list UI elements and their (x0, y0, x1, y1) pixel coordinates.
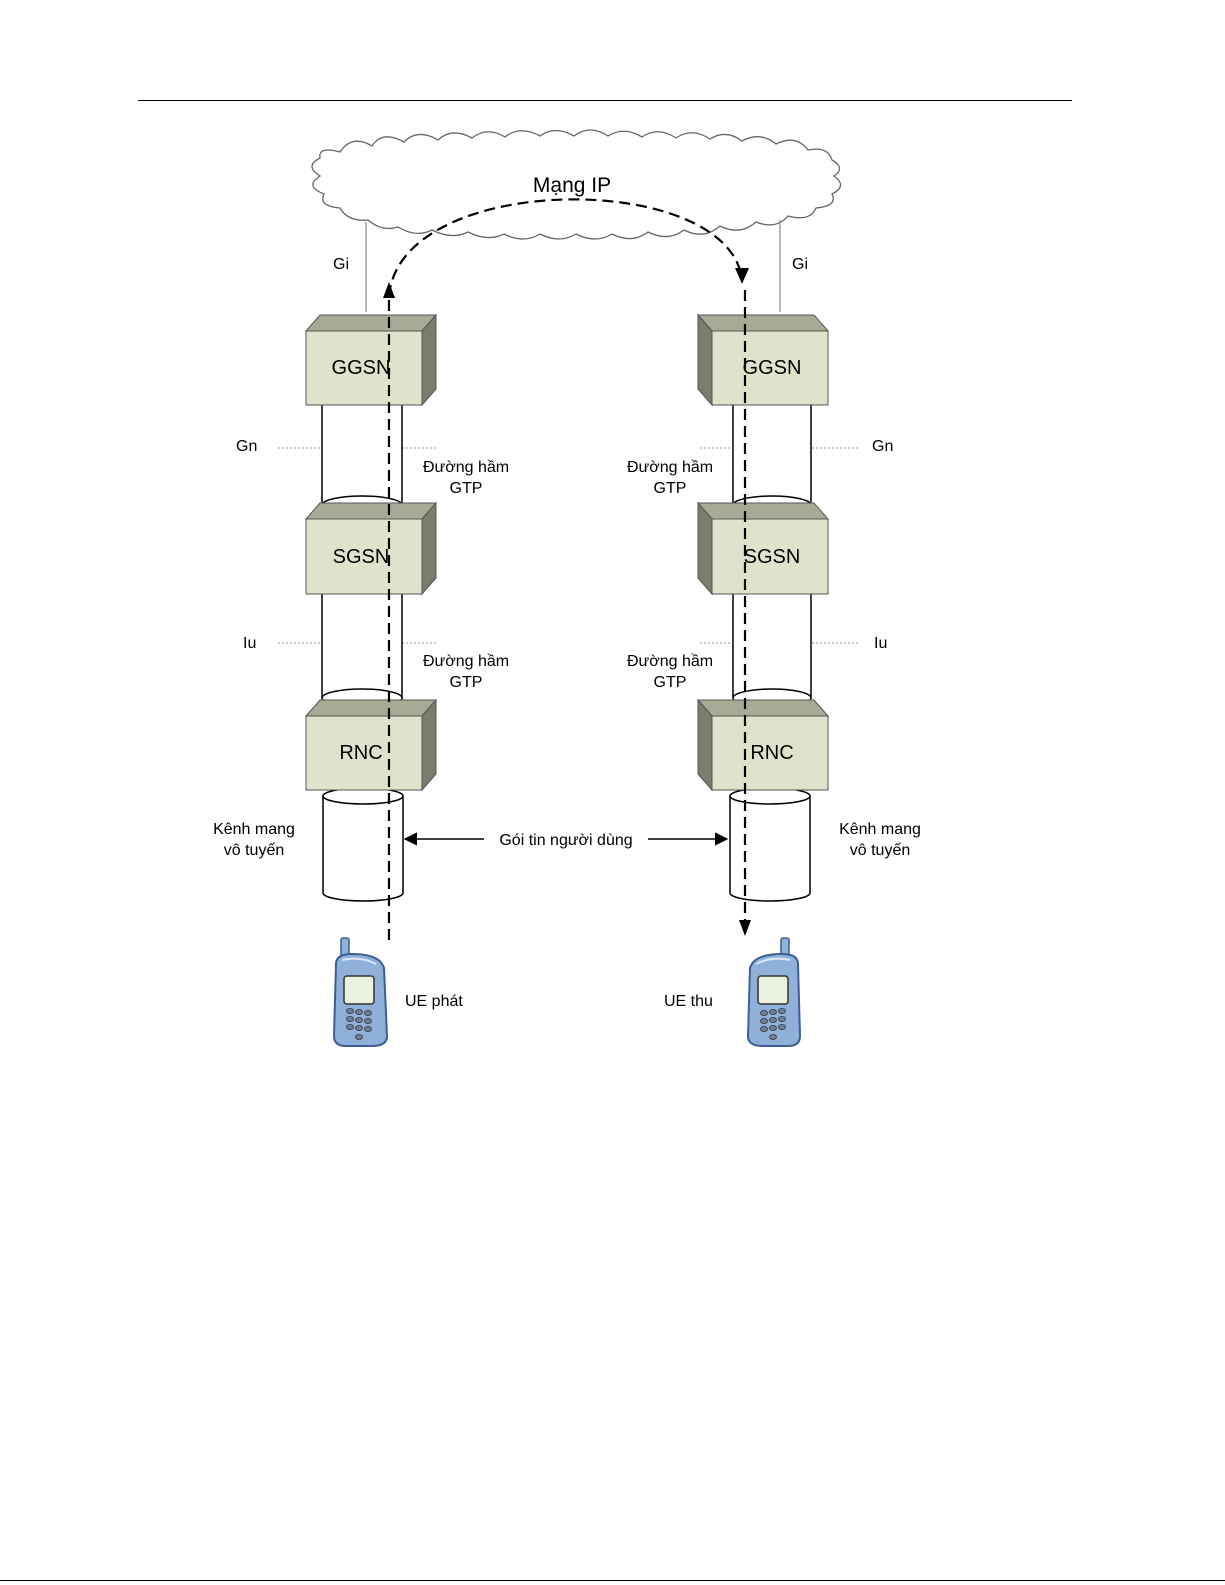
user-packet-label: Gói tin người dùng (499, 832, 632, 849)
left-rnc-node: RNC (306, 700, 436, 790)
right-network-stack: GGSN SGSN RNC (698, 315, 828, 901)
iu-label-right: Iu (874, 635, 887, 652)
left-lower-tunnel-label-line1: Đường hầm (423, 653, 509, 670)
right-ggsn-node: GGSN (698, 315, 828, 405)
gi-label-left: Gi (333, 256, 349, 273)
right-sgsn-node: SGSN (698, 503, 828, 594)
right-rnc-node: RNC (698, 700, 828, 790)
right-ggsn-label: GGSN (743, 357, 802, 379)
right-upper-tunnel-label-line1: Đường hầm (627, 459, 713, 476)
gn-label-left: Gn (236, 438, 257, 455)
right-lower-tunnel-label-line2: GTP (654, 674, 687, 691)
gn-label-right: Gn (872, 438, 893, 455)
left-rnc-label: RNC (339, 742, 382, 764)
left-upper-tunnel-label-line1: Đường hầm (423, 459, 509, 476)
right-radio-channel-cylinder (730, 788, 810, 901)
right-lower-tunnel-label-line1: Đường hầm (627, 653, 713, 670)
right-radio-label-line2: vô tuyến (850, 842, 910, 859)
left-radio-channel-cylinder (323, 788, 403, 901)
downlink-arrowhead (739, 920, 751, 936)
sending-ue-label: UE phát (405, 993, 463, 1010)
receiving-ue-label: UE thu (664, 993, 713, 1010)
sending-phone-icon (334, 938, 387, 1046)
left-ggsn-label: GGSN (332, 357, 391, 379)
left-network-stack: GGSN SGSN RNC (306, 315, 436, 901)
left-radio-label-line2: vô tuyến (224, 842, 284, 859)
right-sgsn-label: SGSN (744, 546, 801, 568)
left-lower-tunnel-label-line2: GTP (450, 674, 483, 691)
left-sgsn-node: SGSN (306, 503, 436, 594)
left-radio-label-line1: Kênh mang (213, 821, 295, 838)
left-sgsn-label: SGSN (333, 546, 390, 568)
right-upper-tunnel-label-line2: GTP (654, 480, 687, 497)
ip-network-cloud: Mạng IP (312, 130, 841, 239)
right-rnc-label: RNC (750, 742, 793, 764)
left-ggsn-node: GGSN (306, 315, 436, 405)
iu-label-left: Iu (243, 635, 256, 652)
arc-arrowhead (735, 268, 749, 284)
gi-label-right: Gi (792, 256, 808, 273)
left-upper-tunnel-label-line2: GTP (450, 480, 483, 497)
cloud-label: Mạng IP (533, 174, 611, 197)
uplink-arrowhead (383, 282, 395, 298)
right-radio-label-line1: Kênh mang (839, 821, 921, 838)
receiving-phone-icon (748, 938, 800, 1046)
